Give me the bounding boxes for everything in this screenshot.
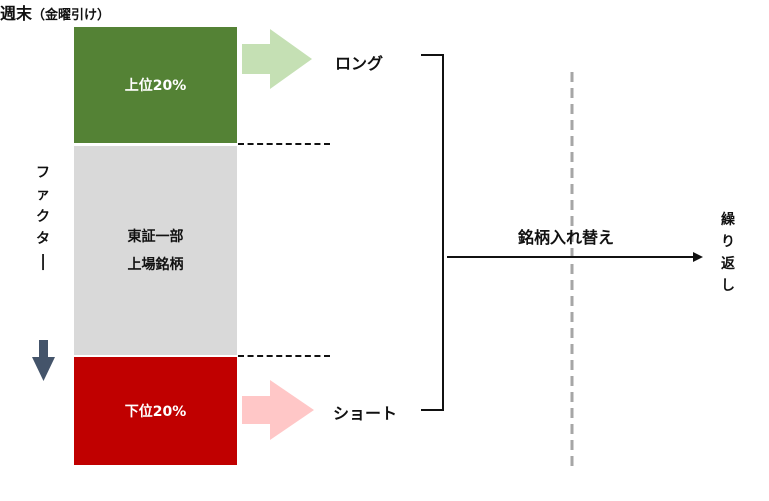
bottom-20-block: 下位20% — [74, 357, 237, 465]
factor-char: ク — [36, 209, 50, 225]
short-arrow — [242, 380, 314, 440]
repeat-char: 繰 — [721, 212, 735, 228]
long-label: ロング — [335, 54, 384, 73]
repeat-char: し — [721, 278, 735, 294]
universe-block: 東証一部 上場銘柄 — [74, 146, 237, 355]
weekend-note: （金曜引け） — [32, 8, 111, 23]
universe-label-line1: 東証一部 — [127, 228, 184, 245]
repeat-label: 繰り返し — [721, 209, 735, 297]
rebalance-arrow-head — [693, 252, 703, 262]
short-label: ショート — [333, 404, 398, 423]
factor-char: フ — [36, 165, 50, 181]
repeat-char: 返 — [721, 256, 735, 272]
factor-char: タ — [36, 231, 50, 247]
factor-label: ファクタ | — [36, 162, 50, 272]
universe-label-line2: 上場銘柄 — [127, 256, 184, 273]
dashed-divider-top — [238, 143, 330, 145]
rebalance-label: 銘柄入れ替え — [518, 228, 615, 247]
bracket — [421, 54, 444, 411]
factor-char: ァ — [36, 187, 50, 203]
factor-arrow-shaft — [39, 340, 48, 358]
bottom-20-label: 下位20% — [124, 404, 187, 420]
factor-char: | — [40, 251, 46, 270]
top-20-label: 上位20% — [124, 78, 187, 94]
factor-arrow-head — [32, 357, 55, 381]
top-20-block: 上位20% — [74, 27, 237, 143]
repeat-char: り — [721, 234, 735, 250]
weekend-title: 週末 — [0, 4, 33, 23]
weekend-label: 週末（金曜引け） — [0, 0, 769, 24]
long-arrow — [242, 29, 312, 89]
dashed-divider-bottom — [238, 355, 330, 357]
